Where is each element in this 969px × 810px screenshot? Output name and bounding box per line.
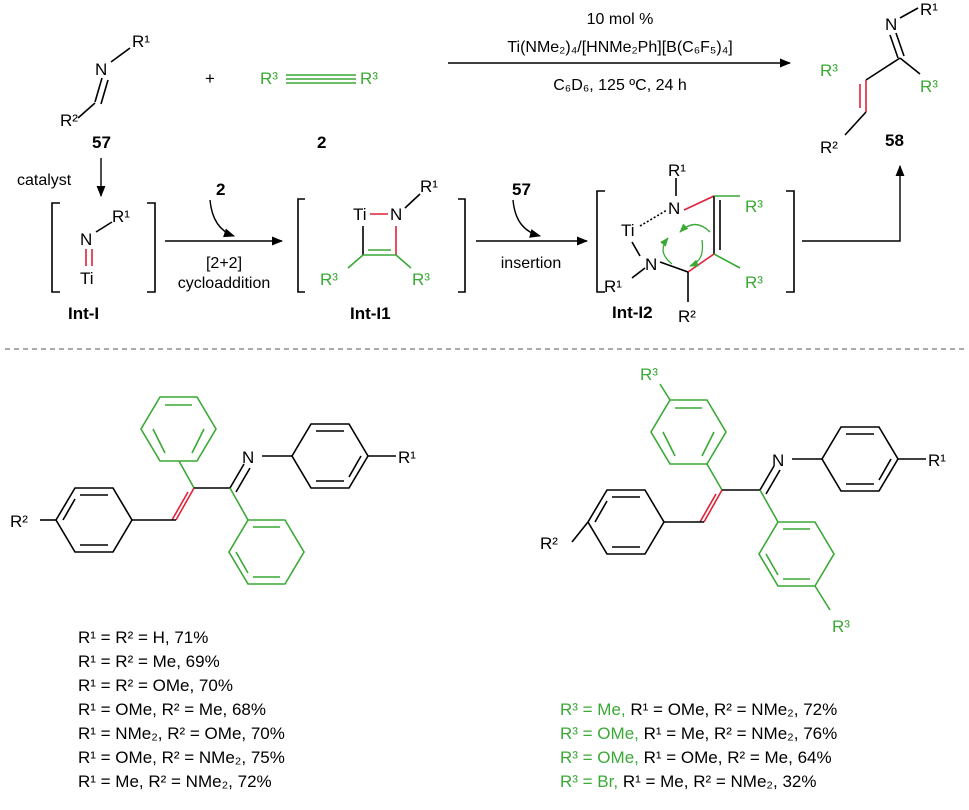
int-i1-r1: R¹ <box>420 177 438 196</box>
right-series-item: R³ = Me, R¹ = OMe, R² = NMe₂, 72% <box>560 700 837 719</box>
insertion-label: insertion <box>501 255 561 272</box>
int-i1-r3-left: R³ <box>320 270 338 289</box>
reagent-57-label: 57 <box>512 180 531 199</box>
plus-sign: + <box>205 69 215 88</box>
right-imine-n: N <box>772 451 784 470</box>
right-r2: R² <box>540 534 558 553</box>
reagent-2-label: 2 <box>216 180 225 199</box>
left-series-item: R¹ = R² = OMe, 70% <box>78 676 233 695</box>
right-r2-aryl-ring <box>587 489 665 555</box>
reagent-57-curved-arrow <box>512 199 542 238</box>
alkyne-r3-right: R³ <box>360 69 378 88</box>
int-i2-r1-bottom: R¹ <box>604 277 622 296</box>
int-i1-label: Int-I1 <box>350 304 391 323</box>
electron-arrow-3 <box>660 237 673 265</box>
conditions-solvent: C₆D₆, 125 ºC, 24 h <box>553 77 686 94</box>
cycloaddition-bottom: cycloaddition <box>178 275 271 292</box>
int-i-ti: Ti <box>80 269 94 288</box>
right-series-item: R³ = Br, R¹ = Me, R² = NMe₂, 32% <box>560 772 816 791</box>
int-i1-ti: Ti <box>353 205 367 224</box>
compound-2-label: 2 <box>317 133 326 152</box>
imine-n: N <box>95 60 107 79</box>
int-i2: R¹ N Ti R³ R³ N R¹ R² Int-I2 <box>596 161 795 326</box>
product-r1: R¹ <box>920 0 938 19</box>
alkyne-r3-left: R³ <box>260 69 278 88</box>
product-r3-right: R³ <box>920 77 938 96</box>
int-i2-n-top: N <box>668 199 680 218</box>
electron-arrow-2 <box>689 239 704 267</box>
imine-57: N R¹ R² 57 <box>60 32 150 152</box>
right-series-list: R³ = Me, R¹ = OMe, R² = NMe₂, 72% R³ = O… <box>560 700 837 791</box>
left-series-item: R¹ = R² = H, 71% <box>78 628 208 647</box>
int-i-label: Int-I <box>68 304 99 323</box>
int-i2-n-bottom: N <box>645 255 657 274</box>
int-i1-r3-right: R³ <box>412 270 430 289</box>
imine-r2: R² <box>60 111 78 130</box>
catalyst-label: catalyst <box>17 172 72 189</box>
left-top-phenyl <box>140 396 217 462</box>
int-i-n: N <box>80 230 92 249</box>
right-bottom-r3: R³ <box>832 617 850 636</box>
imine-r1: R¹ <box>132 32 150 51</box>
left-series-list: R¹ = R² = H, 71% R¹ = R² = Me, 69% R¹ = … <box>78 628 285 791</box>
left-series-item: R¹ = OMe, R² = Me, 68% <box>78 700 266 719</box>
product-58: N R¹ R³ R³ R² 58 <box>820 0 938 157</box>
product-r2: R² <box>820 138 838 157</box>
left-product-structure: N R¹ R² <box>10 396 416 585</box>
right-r1: R¹ <box>928 451 946 470</box>
left-bottom-phenyl <box>228 519 305 585</box>
left-series-item: R¹ = R² = Me, 69% <box>78 652 220 671</box>
left-series-item: R¹ = NMe₂, R² = OMe, 70% <box>78 724 285 743</box>
reagent-2-curved-arrow <box>209 199 236 238</box>
int-i2-label: Int-I2 <box>612 303 653 322</box>
cycloaddition-top: [2+2] <box>206 255 242 272</box>
int-i1: Ti N R¹ R³ R³ Int-I1 <box>297 177 466 323</box>
compound-57-label: 57 <box>92 133 111 152</box>
left-series-item: R¹ = OMe, R² = NMe₂, 75% <box>78 748 285 767</box>
int-i2-r3-bottom: R³ <box>745 273 763 292</box>
int-i2-r1-top: R¹ <box>668 161 686 180</box>
right-series-item: R³ = OMe, R¹ = Me, R² = NMe₂, 76% <box>560 724 837 743</box>
right-n-aryl-ring <box>821 426 899 492</box>
int-i: N R¹ Ti Int-I <box>51 202 156 323</box>
left-series-item: R¹ = Me, R² = NMe₂, 72% <box>78 772 272 791</box>
int-i2-ti: Ti <box>621 221 635 240</box>
return-arrow <box>802 164 905 242</box>
left-r2: R² <box>10 512 28 531</box>
conditions-catalyst: Ti(NMe₂)₄/[HNMe₂Ph][B(C₆F₅)₄] <box>507 39 732 56</box>
left-r1: R¹ <box>398 448 416 467</box>
right-series-item: R³ = OMe, R¹ = OMe, R² = Me, 64% <box>560 748 832 767</box>
right-top-aryl <box>650 399 727 465</box>
left-n-aryl-ring <box>291 423 369 489</box>
compound-58-label: 58 <box>885 131 904 150</box>
int-i2-r2: R² <box>678 307 696 326</box>
left-r2-aryl-ring <box>55 487 133 553</box>
right-bottom-aryl <box>758 521 835 587</box>
int-i1-n: N <box>390 205 402 224</box>
product-n: N <box>885 15 897 34</box>
conditions-loading: 10 mol % <box>587 11 654 28</box>
product-r3-left: R³ <box>820 61 838 80</box>
left-imine-n: N <box>242 448 254 467</box>
int-i2-r3-top: R³ <box>745 197 763 216</box>
right-top-r3: R³ <box>640 365 658 384</box>
int-i-r1: R¹ <box>112 207 130 226</box>
right-product-structure: R³ N R¹ R³ R² <box>540 365 946 636</box>
alkyne-2: R³ R³ 2 <box>260 69 378 152</box>
electron-arrow-1 <box>679 223 711 233</box>
